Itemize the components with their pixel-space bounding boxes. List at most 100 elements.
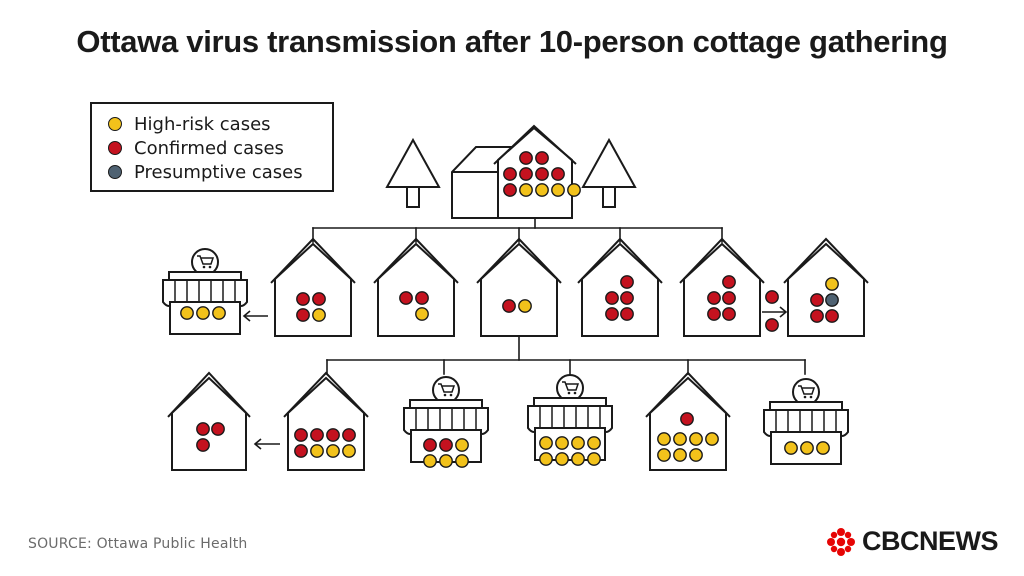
- cart-icon: [562, 381, 580, 391]
- confirmed-case-dot: [551, 167, 565, 181]
- arrow-icon: [762, 306, 788, 318]
- high-risk-case-dot: [455, 454, 469, 468]
- legend-label: Presumptive cases: [134, 161, 303, 183]
- cart-icon: [798, 385, 816, 395]
- cbc-gem-icon: [827, 527, 855, 556]
- house-icon-d: [577, 237, 663, 337]
- house-icon-f: [783, 237, 869, 337]
- logo-wordmark: CBCNEWS: [862, 526, 999, 556]
- confirmed-case-dot: [439, 438, 453, 452]
- legend-item-presumptive: Presumptive cases: [108, 160, 303, 184]
- confirmed-case-dot: [620, 307, 634, 321]
- cart-icon: [197, 255, 215, 265]
- presumptive-case-dot: [825, 293, 839, 307]
- high-risk-case-dot: [342, 444, 356, 458]
- confirmed-case-dot: [399, 291, 413, 305]
- high-risk-case-dot: [587, 452, 601, 466]
- high-risk-case-dot: [312, 308, 326, 322]
- confirmed-case-dot: [310, 428, 324, 442]
- confirmed-case-dot: [825, 309, 839, 323]
- source-note: SOURCE: Ottawa Public Health: [28, 536, 248, 552]
- confirmed-case-dot: [605, 291, 619, 305]
- confirmed-case-dot: [620, 275, 634, 289]
- confirmed-case-dot: [535, 151, 549, 165]
- high-risk-case-dot: [196, 306, 210, 320]
- high-risk-case-dot: [657, 432, 671, 446]
- house-icon-a: [270, 237, 356, 337]
- confirmed-case-dot: [722, 291, 736, 305]
- high-risk-case-dot: [673, 432, 687, 446]
- high-risk-case-dot: [705, 432, 719, 446]
- confirmed-case-dot: [326, 428, 340, 442]
- cbc-news-logo: CBCNEWS: [826, 526, 999, 557]
- high-risk-case-dot: [673, 448, 687, 462]
- legend-item-confirmed: Confirmed cases: [108, 136, 284, 160]
- high-risk-case-dot: [800, 441, 814, 455]
- presumptive-dot-icon: [108, 165, 122, 179]
- confirmed-case-dot: [810, 293, 824, 307]
- confirmed-case-dot: [535, 167, 549, 181]
- high-risk-case-dot: [555, 436, 569, 450]
- high-risk-case-dot: [423, 454, 437, 468]
- confirmed-case-dot: [342, 428, 356, 442]
- legend-label: High-risk cases: [134, 113, 271, 135]
- confirmed-case-dot: [680, 412, 694, 426]
- high-risk-case-dot: [567, 183, 581, 197]
- confirmed-case-dot: [707, 291, 721, 305]
- legend-item-high-risk: High-risk cases: [108, 112, 271, 136]
- confirmed-case-dot: [294, 444, 308, 458]
- cart-icon: [438, 383, 456, 393]
- store-icon: [403, 376, 489, 463]
- cottage-icon: [451, 124, 577, 219]
- confirmed-case-dot: [196, 422, 210, 436]
- high-risk-case-dot: [518, 299, 532, 313]
- confirmed-dot-icon: [108, 141, 122, 155]
- confirmed-case-dot: [620, 291, 634, 305]
- high-risk-dot-icon: [108, 117, 122, 131]
- high-risk-case-dot: [571, 436, 585, 450]
- confirmed-case-dot: [765, 318, 779, 332]
- high-risk-case-dot: [455, 438, 469, 452]
- confirmed-case-dot: [211, 422, 225, 436]
- store-icon: [162, 248, 248, 335]
- confirmed-case-dot: [294, 428, 308, 442]
- high-risk-case-dot: [415, 307, 429, 321]
- confirmed-case-dot: [503, 167, 517, 181]
- high-risk-case-dot: [212, 306, 226, 320]
- high-risk-case-dot: [657, 448, 671, 462]
- arrow-icon: [242, 310, 268, 322]
- high-risk-case-dot: [180, 306, 194, 320]
- confirmed-case-dot: [503, 183, 517, 197]
- page-title: Ottawa virus transmission after 10-perso…: [76, 24, 948, 59]
- house-icon-c: [476, 237, 562, 337]
- arrow-icon: [253, 438, 280, 450]
- high-risk-case-dot: [571, 452, 585, 466]
- high-risk-case-dot: [539, 436, 553, 450]
- high-risk-case-dot: [439, 454, 453, 468]
- legend: High-risk cases Confirmed cases Presumpt…: [90, 102, 334, 192]
- high-risk-case-dot: [326, 444, 340, 458]
- confirmed-case-dot: [810, 309, 824, 323]
- high-risk-case-dot: [587, 436, 601, 450]
- confirmed-case-dot: [765, 290, 779, 304]
- high-risk-case-dot: [310, 444, 324, 458]
- high-risk-case-dot: [784, 441, 798, 455]
- confirmed-case-dot: [312, 292, 326, 306]
- house-icon-g: [167, 371, 251, 471]
- confirmed-case-dot: [196, 438, 210, 452]
- store-icon: [763, 378, 849, 465]
- confirmed-case-dot: [519, 167, 533, 181]
- tree-icon: [581, 137, 637, 208]
- high-risk-case-dot: [519, 183, 533, 197]
- confirmed-case-dot: [707, 307, 721, 321]
- confirmed-case-dot: [519, 151, 533, 165]
- high-risk-case-dot: [689, 432, 703, 446]
- high-risk-case-dot: [816, 441, 830, 455]
- high-risk-case-dot: [535, 183, 549, 197]
- high-risk-case-dot: [689, 448, 703, 462]
- tree-icon: [385, 137, 441, 208]
- house-icon-b: [373, 237, 459, 337]
- high-risk-case-dot: [555, 452, 569, 466]
- confirmed-case-dot: [296, 308, 310, 322]
